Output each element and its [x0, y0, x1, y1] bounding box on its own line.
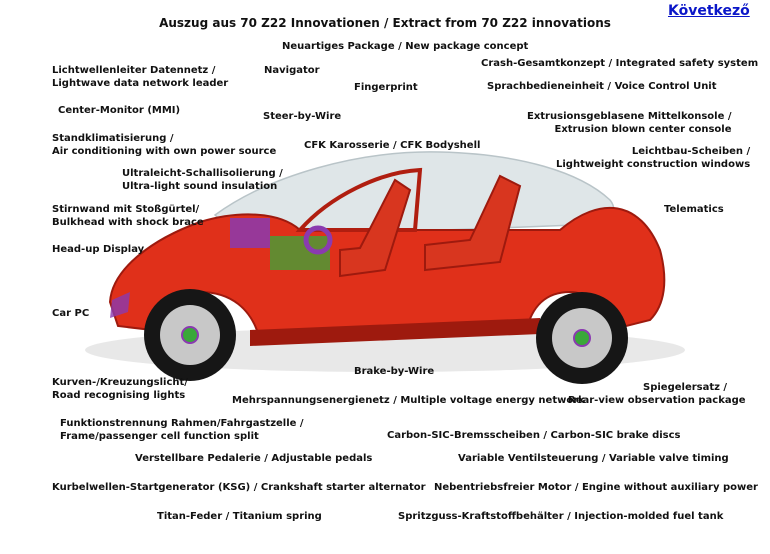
- label-package: Neuartiges Package / New package concept: [282, 41, 529, 52]
- rear-hub: [573, 329, 591, 347]
- label-telematics: Telematics: [664, 204, 724, 215]
- label-frame-split: Funktionstrennung Rahmen/Fahrgastzelle /…: [60, 418, 304, 442]
- label-titanium: Titan-Feder / Titanium spring: [157, 511, 322, 522]
- rear-seat: [424, 174, 522, 272]
- front-seat: [339, 178, 412, 278]
- label-lights: Kurven-/Kreuzungslicht/Road recognising …: [52, 377, 188, 401]
- label-insulation: Ultraleicht-Schallisolierung /Ultra-ligh…: [122, 168, 283, 192]
- label-brake-by-wire: Brake-by-Wire: [354, 366, 435, 377]
- label-center-monitor: Center-Monitor (MMI): [58, 105, 181, 116]
- label-engine: Nebentriebsfreier Motor / Engine without…: [434, 482, 758, 493]
- label-voice: Sprachbedieneinheit / Voice Control Unit: [487, 81, 717, 92]
- dashboard-module: [230, 218, 270, 248]
- label-climate: Standklimatisierung /Air conditioning wi…: [52, 133, 277, 157]
- label-headup: Head-up Display: [52, 244, 145, 255]
- label-voltage: Mehrspannungsenergienetz / Multiple volt…: [232, 395, 585, 406]
- label-carpc: Car PC: [52, 308, 90, 319]
- door-frame: [295, 167, 423, 232]
- label-valve: Variable Ventilsteuerung / Variable valv…: [458, 453, 729, 464]
- label-mirror: Spiegelersatz /Rear-view observation pac…: [568, 382, 746, 406]
- page-title: Auszug aus 70 Z22 Innovationen / Extract…: [159, 16, 611, 30]
- label-steer: Steer-by-Wire: [263, 111, 342, 122]
- label-ksg: Kurbelwellen-Startgenerator (KSG) / Cran…: [52, 482, 426, 493]
- label-navigator: Navigator: [264, 65, 320, 76]
- steering-wheel: [303, 225, 333, 255]
- label-fingerprint: Fingerprint: [354, 82, 418, 93]
- label-brake-discs: Carbon-SIC-Bremsscheiben / Carbon-SIC br…: [387, 430, 681, 441]
- label-cfk: CFK Karosserie / CFK Bodyshell: [304, 140, 481, 151]
- label-extrusion: Extrusionsgeblasene Mittelkonsole /Extru…: [527, 111, 732, 135]
- front-hub: [181, 326, 199, 344]
- car-sill: [250, 318, 540, 346]
- label-bulkhead: Stirnwand mit Stoßgürtel/Bulkhead with s…: [52, 204, 204, 228]
- label-crash: Crash-Gesamtkonzept / Integrated safety …: [481, 58, 759, 69]
- label-fuel-tank: Spritzguss-Kraftstoffbehälter / Injectio…: [398, 511, 724, 522]
- next-link[interactable]: Következő: [668, 3, 750, 19]
- headlight: [110, 292, 130, 318]
- label-pedals: Verstellbare Pedalerie / Adjustable peda…: [135, 453, 373, 464]
- label-lightwave: Lichtwellenleiter Datennetz /Lightwave d…: [52, 65, 229, 89]
- label-windows: Leichtbau-Scheiben /Lightweight construc…: [556, 146, 751, 170]
